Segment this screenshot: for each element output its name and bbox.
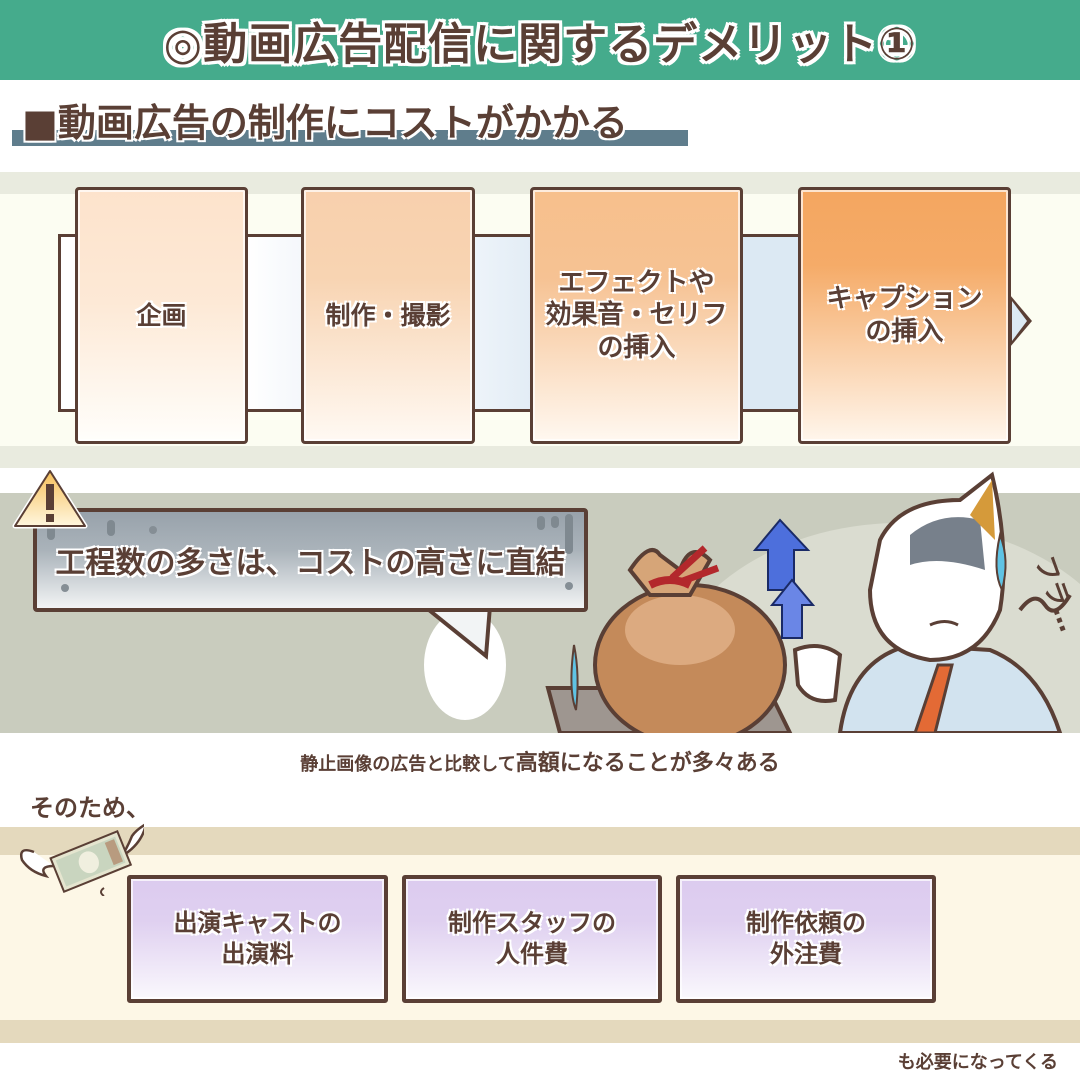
comparison-caption: 静止画像の広告と比較して高額になることが多々ある xyxy=(0,745,1080,777)
drip-decoration xyxy=(537,516,545,530)
chevron-right-icon-fill xyxy=(1012,301,1027,341)
flow-connector xyxy=(740,234,802,412)
speech-bubble-tail xyxy=(422,604,492,660)
step-label: エフェクトや 効果音・セリフ の挿入 xyxy=(545,267,728,363)
caption-emphasis: 高額になることが多々ある xyxy=(515,751,780,776)
dot-decoration xyxy=(149,526,157,534)
process-step-planning: 企画 xyxy=(75,187,248,444)
flow-connector xyxy=(472,234,534,412)
cost-item-cast-fee: 出演キャストの 出演料 xyxy=(127,875,388,1003)
section-heading-underline xyxy=(12,130,688,146)
svg-text:フラ…: フラ… xyxy=(1028,552,1080,636)
dot-decoration xyxy=(565,582,573,590)
cost-item-staff-labor: 制作スタッフの 人件費 xyxy=(402,875,662,1003)
drip-decoration xyxy=(107,520,115,536)
cost-label: 出演キャストの 出演料 xyxy=(173,908,342,968)
drip-decoration xyxy=(551,516,559,528)
cost-item-outsourcing: 制作依頼の 外注費 xyxy=(676,875,936,1003)
therefore-text: そのため、 xyxy=(30,794,150,822)
caption-prefix: 静止画像の広告と比較して xyxy=(300,754,516,775)
process-step-effects: エフェクトや 効果音・セリフ の挿入 xyxy=(530,187,743,444)
step-label: キャプション の挿入 xyxy=(826,284,983,347)
section-heading: ■動画広告の制作にコストがかかる xyxy=(22,101,628,145)
cost-label: 制作依頼の 外注費 xyxy=(746,908,866,968)
page-title: ◎動画広告配信に関するデメリット① xyxy=(163,19,917,70)
process-step-production: 制作・撮影 xyxy=(301,187,475,444)
title-bar: ◎動画広告配信に関するデメリット① xyxy=(0,0,1080,80)
cost-label: 制作スタッフの 人件費 xyxy=(448,908,616,968)
flying-money-icon xyxy=(20,823,144,896)
flow-connector xyxy=(246,234,304,412)
process-step-captions: キャプション の挿入 xyxy=(798,187,1011,444)
step-label: 企画 xyxy=(136,300,187,330)
footer-text: も必要になってくる xyxy=(897,1052,1058,1073)
flow-connector xyxy=(58,234,78,412)
speech-bubble-text: 工程数の多さは、コストの高さに直結 xyxy=(55,546,566,581)
step-label: 制作・撮影 xyxy=(325,300,451,330)
stressed-character-illustration: フラ… xyxy=(545,471,1080,733)
speech-bubble: 工程数の多さは、コストの高さに直結 xyxy=(33,508,588,612)
dot-decoration xyxy=(61,584,69,592)
drip-decoration xyxy=(565,514,573,554)
warning-icon xyxy=(12,468,88,529)
